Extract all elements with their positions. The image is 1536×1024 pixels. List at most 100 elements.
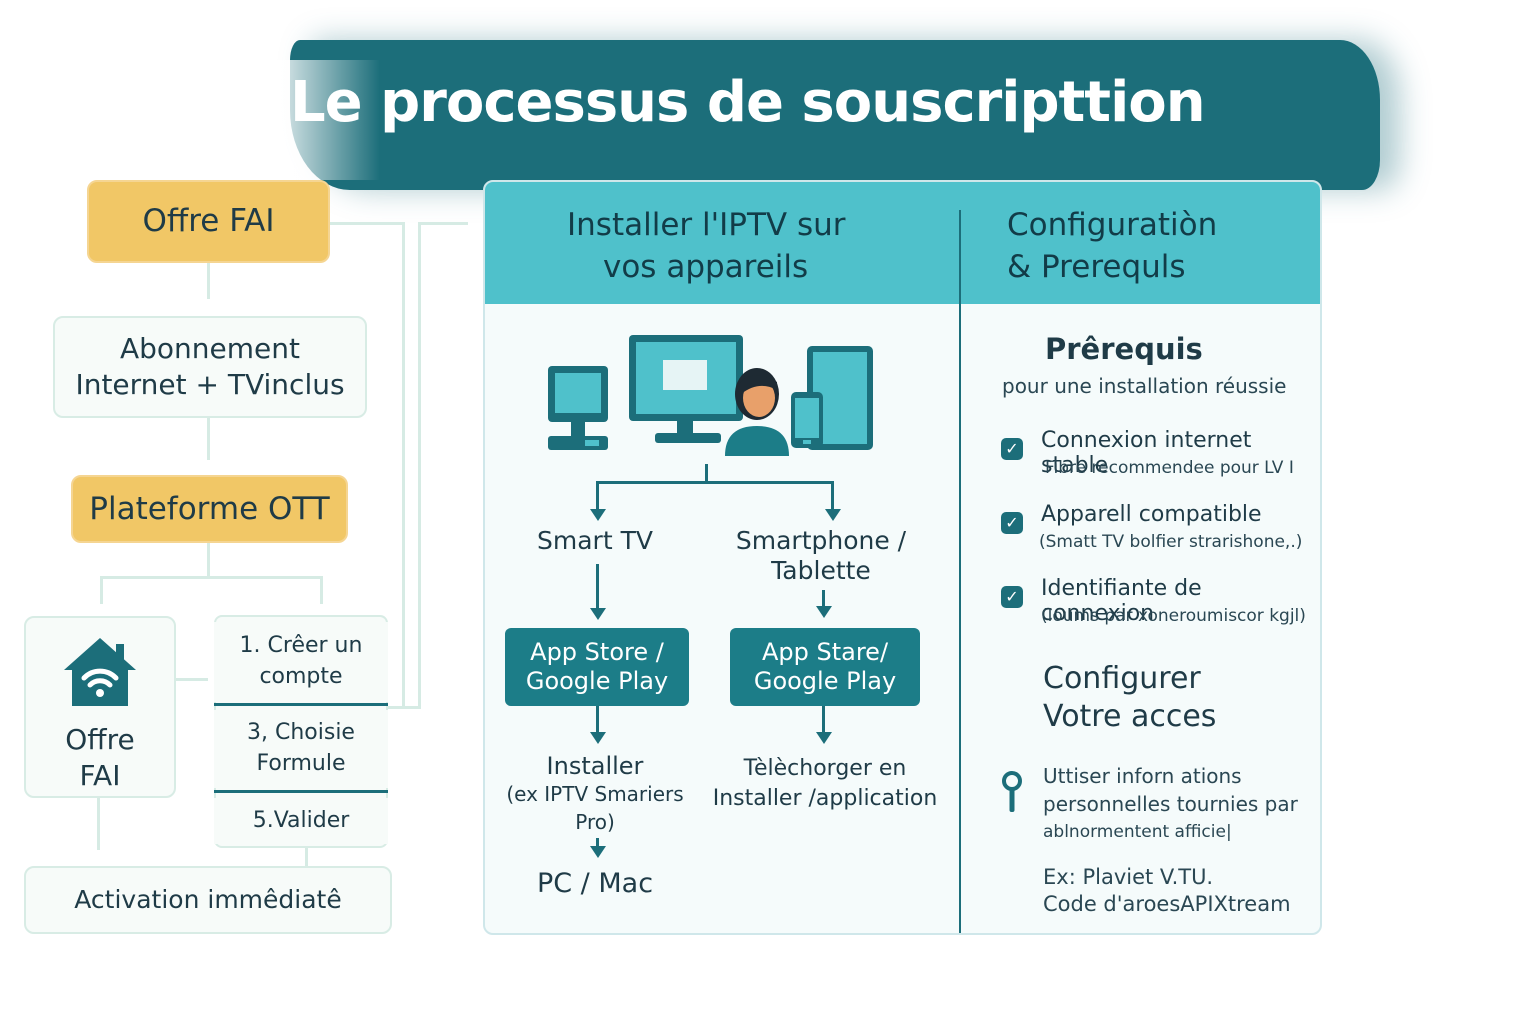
connector: [100, 576, 322, 579]
arrow-down: [590, 846, 606, 858]
column-divider: [959, 210, 961, 933]
prereq-subtitle: pour une installation réussie: [1002, 374, 1287, 398]
config-example-line2: Code d'aroesAPIXtream: [1043, 892, 1291, 916]
config-info-line1: Uttiser inforn ations: [1043, 764, 1242, 788]
config-header: Configuratiòn & Prerequls: [1007, 204, 1307, 288]
pc-mac-label: PC / Mac: [536, 868, 654, 899]
flow-line: [596, 564, 599, 610]
prereq-item-title: Connexion internet stable: [1041, 428, 1252, 478]
abonnement-label: Abonnement: [119, 331, 300, 365]
checkbox-icon: ✓: [1001, 586, 1023, 608]
step-sublabel: Formule: [256, 751, 346, 776]
store-label: App Store /: [530, 638, 664, 666]
app-store-button-left[interactable]: App Store / Google Play: [505, 628, 689, 706]
install-left-line3: Pro): [575, 810, 615, 834]
arrow-down: [816, 732, 832, 744]
title-banner-fade: [260, 60, 380, 180]
store-sublabel: Google Play: [525, 667, 669, 695]
abonnement-box[interactable]: Abonnement Internet + TVinclus: [53, 316, 367, 418]
page-title: Le processus de souscripttion: [290, 70, 1206, 135]
install-header-line2: vos appareils: [603, 249, 809, 285]
smartphone-label: Smartphone / Tablette: [721, 526, 921, 586]
prereq-item-sub: (Smatt TV bolfier strarishone,.): [1039, 532, 1303, 552]
configure-line1: Configurer: [1043, 661, 1201, 696]
step-label: 1. Crêer un: [239, 633, 363, 659]
store-sublabel: Google Play: [753, 667, 897, 695]
connector: [176, 678, 208, 681]
prereq-item-title: Apparell compatible: [1041, 502, 1262, 527]
plateforme-ott-label: Plateforme OTT: [89, 490, 330, 527]
offre-fai-label: Offre FAI: [142, 203, 275, 240]
step-sublabel: compte: [259, 664, 343, 689]
activation-label: Activation immêdiatê: [74, 884, 342, 914]
connector: [100, 576, 103, 604]
smart-tv-label: Smart TV: [537, 526, 653, 555]
config-info-line3: ablnormentent afficie|: [1043, 822, 1232, 842]
install-left-line1: Installer: [546, 752, 644, 780]
offre-fai-card[interactable]: Offre FAI: [24, 616, 176, 798]
store-label: App Stare/: [761, 638, 889, 666]
connector: [418, 224, 421, 709]
install-right-line1: Tèlèchorger en: [743, 756, 907, 781]
connector: [388, 706, 420, 709]
step-divider: [214, 703, 388, 706]
flow-line: [596, 838, 599, 848]
app-store-button-right[interactable]: App Stare/ Google Play: [730, 628, 920, 706]
config-example-text: Ex: Plaviet V.TU. Code d'aroesAPIXtream: [1043, 864, 1291, 918]
branch-connector: [596, 481, 834, 484]
panel-header: [485, 182, 1320, 304]
flow-line: [822, 706, 825, 734]
config-header-line2: & Prerequls: [1007, 249, 1186, 285]
configure-line2: Votre acces: [1043, 699, 1217, 734]
arrow-down: [590, 509, 606, 521]
configure-title: Configurer Votre acces: [1043, 660, 1216, 736]
step-validate[interactable]: 5.Valider: [214, 798, 388, 844]
install-left-line2: (ex IPTV Smariers: [506, 782, 684, 806]
flow-line: [596, 706, 599, 734]
devices-illustration: [548, 335, 873, 456]
smartphone-line2: Tablette: [771, 556, 871, 585]
main-panel: Installer l'IPTV sur vos appareils Confi…: [483, 180, 1322, 935]
connector: [305, 848, 308, 868]
flow-line: [822, 590, 825, 608]
install-right-line2: Installer /application: [712, 786, 938, 811]
offre-fai-box[interactable]: Offre FAI: [87, 180, 330, 263]
location-pin-icon: [1002, 771, 1022, 812]
prereq-item-title: Identifiante de connexion: [1041, 576, 1202, 626]
config-example-line1: Ex: Plaviet V.TU.: [1043, 865, 1214, 889]
install-header: Installer l'IPTV sur vos appareils: [567, 204, 867, 288]
connector: [207, 418, 210, 460]
install-left-text: Installer (ex IPTV Smariers Pro): [495, 752, 695, 836]
arrow-down: [816, 606, 832, 618]
title-banner: [290, 40, 1380, 190]
activation-box[interactable]: Activation immêdiatê: [24, 866, 392, 934]
install-right-text: Tèlèchorger en Installer /application: [705, 754, 945, 814]
connector: [207, 263, 210, 299]
prereq-item-sub: (loums par xoneroumiscor kgjl): [1041, 606, 1306, 626]
step-choose-plan[interactable]: 3, Choisie Formule: [214, 710, 388, 788]
connector: [330, 222, 404, 225]
connector: [402, 222, 405, 708]
config-info-text: Uttiser inforn ations personnelles tourn…: [1043, 762, 1298, 846]
step-label: 5.Valider: [252, 807, 350, 833]
checkbox-icon: ✓: [1001, 438, 1023, 460]
offre-fai-card-label: Offre: [65, 723, 135, 756]
connector: [320, 576, 323, 604]
plateforme-ott-box[interactable]: Plateforme OTT: [71, 475, 348, 543]
offre-fai-card-sublabel: FAI: [79, 759, 121, 793]
step-label: 3, Choisie: [247, 720, 355, 746]
connector: [97, 798, 100, 850]
branch-connector: [705, 464, 708, 482]
checkbox-icon: ✓: [1001, 512, 1023, 534]
prereq-item-sub: Fibre recommendee pour LV I: [1045, 458, 1294, 478]
install-header-line1: Installer l'IPTV sur: [567, 207, 846, 243]
connector: [207, 543, 210, 577]
step-create-account[interactable]: 1. Crêer un compte: [214, 622, 388, 702]
branch-connector: [596, 481, 599, 511]
house-wifi-icon: [64, 638, 136, 706]
branch-connector: [831, 481, 834, 511]
config-header-line1: Configuratiòn: [1007, 207, 1218, 243]
arrow-down: [825, 509, 841, 521]
step-divider: [214, 790, 388, 793]
abonnement-sublabel: Internet + TVinclus: [75, 368, 345, 401]
